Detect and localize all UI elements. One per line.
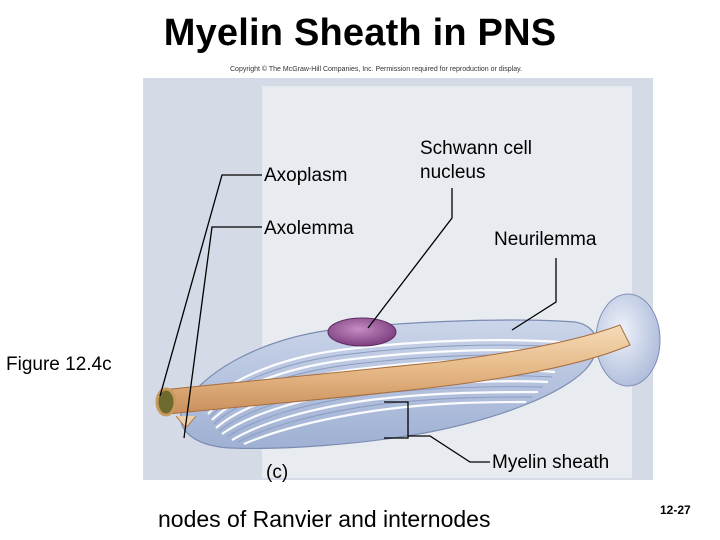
label-schwann-line2: nucleus [420, 162, 486, 183]
slide-caption: nodes of Ranvier and internodes [158, 506, 491, 532]
label-axoplasm: Axoplasm [264, 165, 348, 186]
copyright-notice: Copyright © The McGraw-Hill Companies, I… [230, 66, 523, 73]
figure-reference: Figure 12.4c [6, 354, 112, 375]
neurilemma-leader [511, 258, 557, 331]
axoplasm-leader [159, 174, 262, 397]
axolemma-leader [183, 226, 262, 439]
label-schwann-cell-nucleus: Schwann cell nucleus [420, 137, 532, 185]
myelin-sheath-leader [408, 435, 490, 463]
label-neurilemma: Neurilemma [494, 229, 597, 250]
panel-label: (c) [266, 462, 289, 483]
leader-lines [159, 174, 557, 463]
label-schwann-line1: Schwann cell [420, 138, 532, 159]
label-myelin-sheath: Myelin sheath [492, 452, 610, 473]
slide-number: 12-27 [660, 503, 691, 517]
label-axolemma: Axolemma [264, 218, 354, 239]
axon [161, 324, 631, 415]
myelin-sheath-bracket [384, 401, 409, 439]
axon-cut-end [155, 387, 177, 417]
slide-title: Myelin Sheath in PNS [163, 12, 557, 54]
schwann-nucleus-leader [367, 188, 453, 329]
schwann-cell-nucleus [327, 317, 397, 347]
